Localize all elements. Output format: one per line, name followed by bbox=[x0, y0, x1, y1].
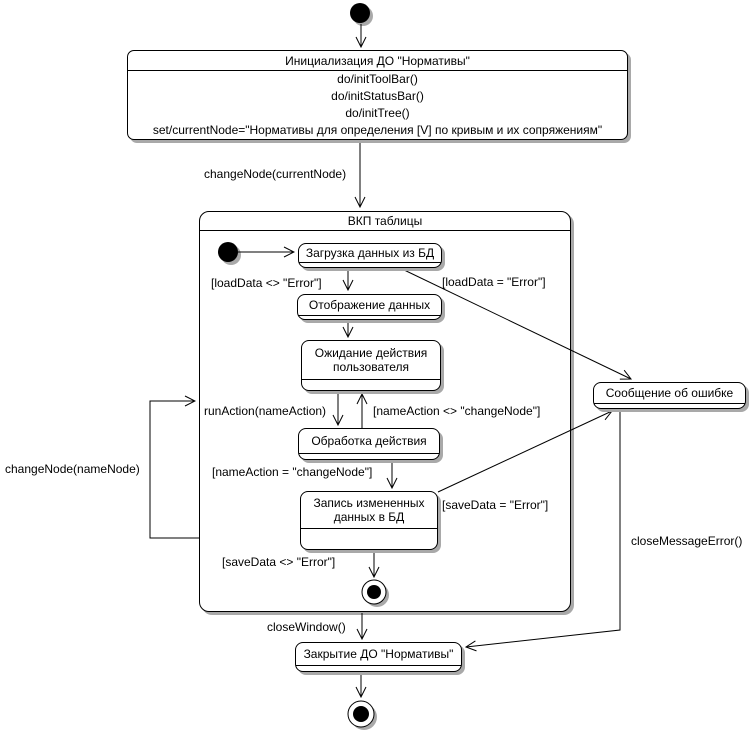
state-initialization-actions: do/initToolBar() do/initStatusBar() do/i… bbox=[128, 71, 627, 139]
state-process-action-label: Обработка действия bbox=[299, 429, 439, 454]
state-display-data-label: Отображение данных bbox=[298, 295, 441, 316]
transition-label-close-message-error: closeMessageError() bbox=[631, 534, 743, 548]
transition-label-run-action: runAction(nameAction) bbox=[204, 404, 327, 418]
state-process-action[interactable]: Обработка действия bbox=[298, 428, 440, 460]
arrow-save-to-error bbox=[437, 411, 612, 493]
action-init-tree: do/initTree() bbox=[345, 106, 410, 120]
state-save-data-label: Запись измененных данных в БД bbox=[301, 492, 437, 529]
transition-label-close-window: closeWindow() bbox=[267, 620, 346, 634]
state-close-do[interactable]: Закрытие ДО "Нормативы" bbox=[295, 642, 462, 672]
initial-state-top[interactable] bbox=[350, 3, 373, 26]
transition-label-action-not-change-node: [nameAction <> "changeNode"] bbox=[373, 404, 541, 418]
transition-label-load-error: [loadData = "Error"] bbox=[442, 275, 546, 289]
composite-state-title: ВКП таблицы bbox=[200, 212, 570, 231]
arrow-error-to-close bbox=[466, 411, 621, 647]
state-save-data[interactable]: Запись измененных данных в БД bbox=[300, 491, 438, 550]
state-wait-user-action[interactable]: Ожидание действия пользователя bbox=[301, 340, 441, 391]
action-init-toolbar: do/initToolBar() bbox=[337, 72, 418, 86]
final-state-inner[interactable] bbox=[361, 579, 389, 607]
state-error-message[interactable]: Сообщение об ошибке bbox=[593, 382, 746, 409]
state-load-data-label: Загрузка данных из БД bbox=[299, 244, 441, 263]
action-set-current-node: set/currentNode="Нормативы для определен… bbox=[152, 123, 603, 137]
arrow-load-to-error bbox=[399, 267, 631, 379]
final-state-bottom[interactable] bbox=[347, 700, 377, 730]
transition-arrows bbox=[149, 24, 631, 697]
state-wait-user-action-label: Ожидание действия пользователя bbox=[302, 341, 440, 380]
transition-label-change-current-node: changeNode(currentNode) bbox=[204, 167, 347, 181]
state-initialization-title: Инициализация ДО "Нормативы" bbox=[128, 51, 627, 71]
action-init-statusbar: do/initStatusBar() bbox=[331, 89, 424, 103]
transition-label-load-ok: [loadData <> "Error"] bbox=[211, 276, 322, 290]
transition-label-change-name-node: changeNode(nameNode) bbox=[5, 462, 140, 476]
state-load-data[interactable]: Загрузка данных из БД bbox=[298, 243, 442, 268]
state-close-do-label: Закрытие ДО "Нормативы" bbox=[296, 643, 461, 666]
state-initialization[interactable]: Инициализация ДО "Нормативы" do/initTool… bbox=[127, 50, 628, 140]
transition-label-save-error: [saveData = "Error"] bbox=[442, 498, 549, 512]
state-error-message-label: Сообщение об ошибке bbox=[594, 383, 745, 404]
transition-label-save-ok: [saveData <> "Error"] bbox=[222, 555, 336, 569]
state-display-data[interactable]: Отображение данных bbox=[297, 294, 442, 320]
arrow-composite-self-loop bbox=[149, 401, 199, 539]
transition-label-action-change-node: [nameAction = "changeNode"] bbox=[212, 465, 373, 479]
initial-state-inner[interactable] bbox=[218, 242, 241, 265]
